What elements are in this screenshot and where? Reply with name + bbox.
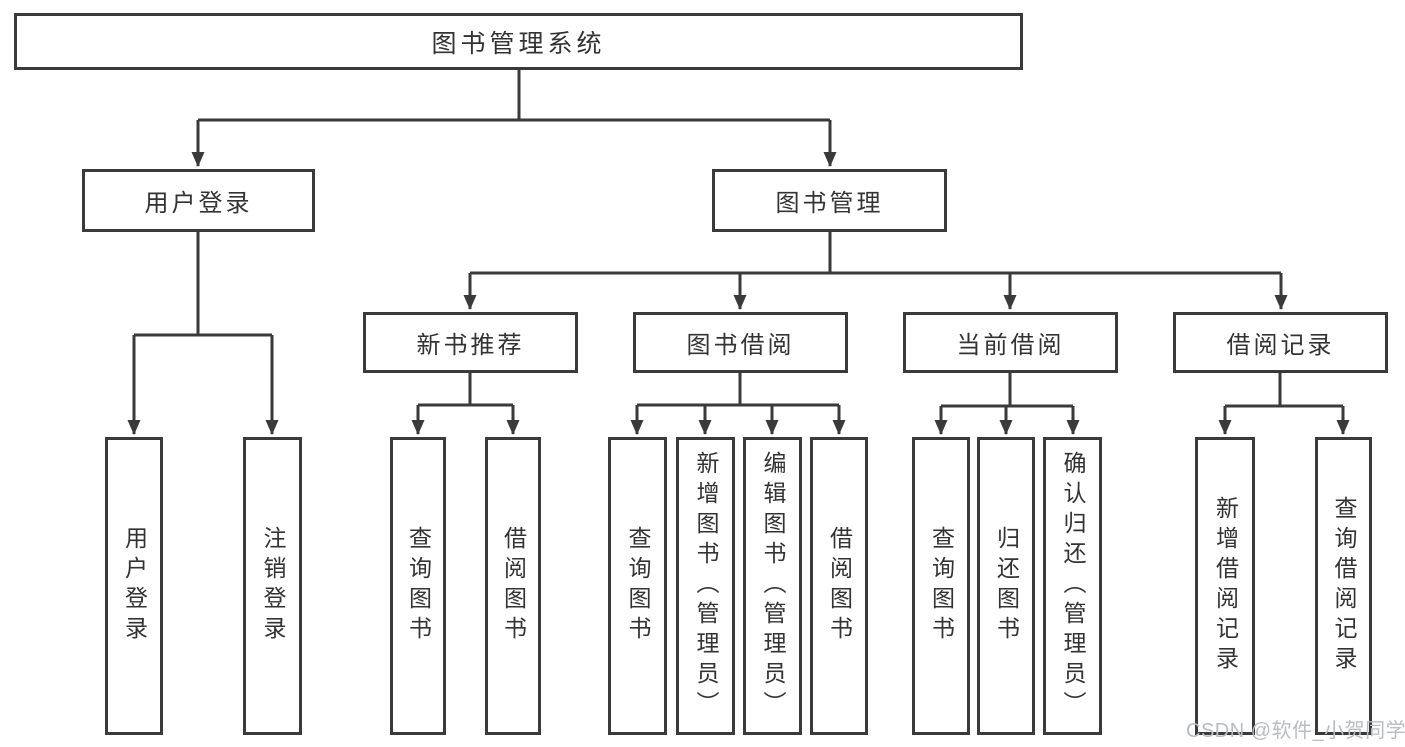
leaf-query-books-recommend: 查询图书	[390, 437, 446, 735]
leaf-label: 借阅图书	[826, 526, 853, 646]
leaf-label: 用户登录	[121, 526, 148, 646]
node-book-management: 图书管理	[712, 169, 947, 232]
leaf-logout: 注销登录	[243, 437, 302, 735]
leaf-label: 查询图书	[625, 526, 651, 646]
leaf-label: 查询图书	[405, 526, 432, 646]
leaf-user-login: 用户登录	[105, 437, 163, 735]
leaf-label: 借阅图书	[500, 526, 527, 646]
node-borrow-records: 借阅记录	[1173, 312, 1388, 373]
node-library-management-system: 图书管理系统	[14, 13, 1023, 70]
leaf-add-book-admin: 新增图书（管理员）	[676, 437, 735, 735]
leaf-borrow-books-recommend: 借阅图书	[485, 437, 541, 735]
leaf-return-books: 归还图书	[977, 437, 1035, 735]
leaf-edit-book-admin: 编辑图书（管理员）	[743, 437, 802, 735]
node-new-book-recommend: 新书推荐	[363, 312, 578, 373]
leaf-label: 新增借阅记录	[1212, 496, 1239, 676]
leaf-label: 编辑图书（管理员）	[760, 451, 786, 721]
leaf-confirm-return-admin: 确认归还（管理员）	[1043, 437, 1102, 735]
leaf-label: 注销登录	[260, 526, 286, 646]
leaf-borrow-books: 借阅图书	[810, 437, 868, 735]
node-user-login: 用户登录	[82, 169, 315, 232]
leaf-label: 查询图书	[928, 526, 955, 646]
leaf-query-books-current: 查询图书	[912, 437, 970, 735]
leaf-label: 确认归还（管理员）	[1060, 451, 1086, 721]
leaf-label: 新增图书（管理员）	[693, 451, 719, 721]
leaf-query-borrow-record: 查询借阅记录	[1315, 437, 1372, 735]
node-current-borrow: 当前借阅	[903, 312, 1118, 373]
leaf-query-books-borrow: 查询图书	[608, 437, 667, 735]
leaf-add-borrow-record: 新增借阅记录	[1195, 437, 1255, 735]
leaf-label: 查询借阅记录	[1331, 496, 1357, 676]
csdn-watermark: CSDN @软件_小贺同学	[1186, 720, 1405, 742]
node-book-borrow: 图书借阅	[633, 312, 848, 373]
leaf-label: 归还图书	[993, 526, 1020, 646]
